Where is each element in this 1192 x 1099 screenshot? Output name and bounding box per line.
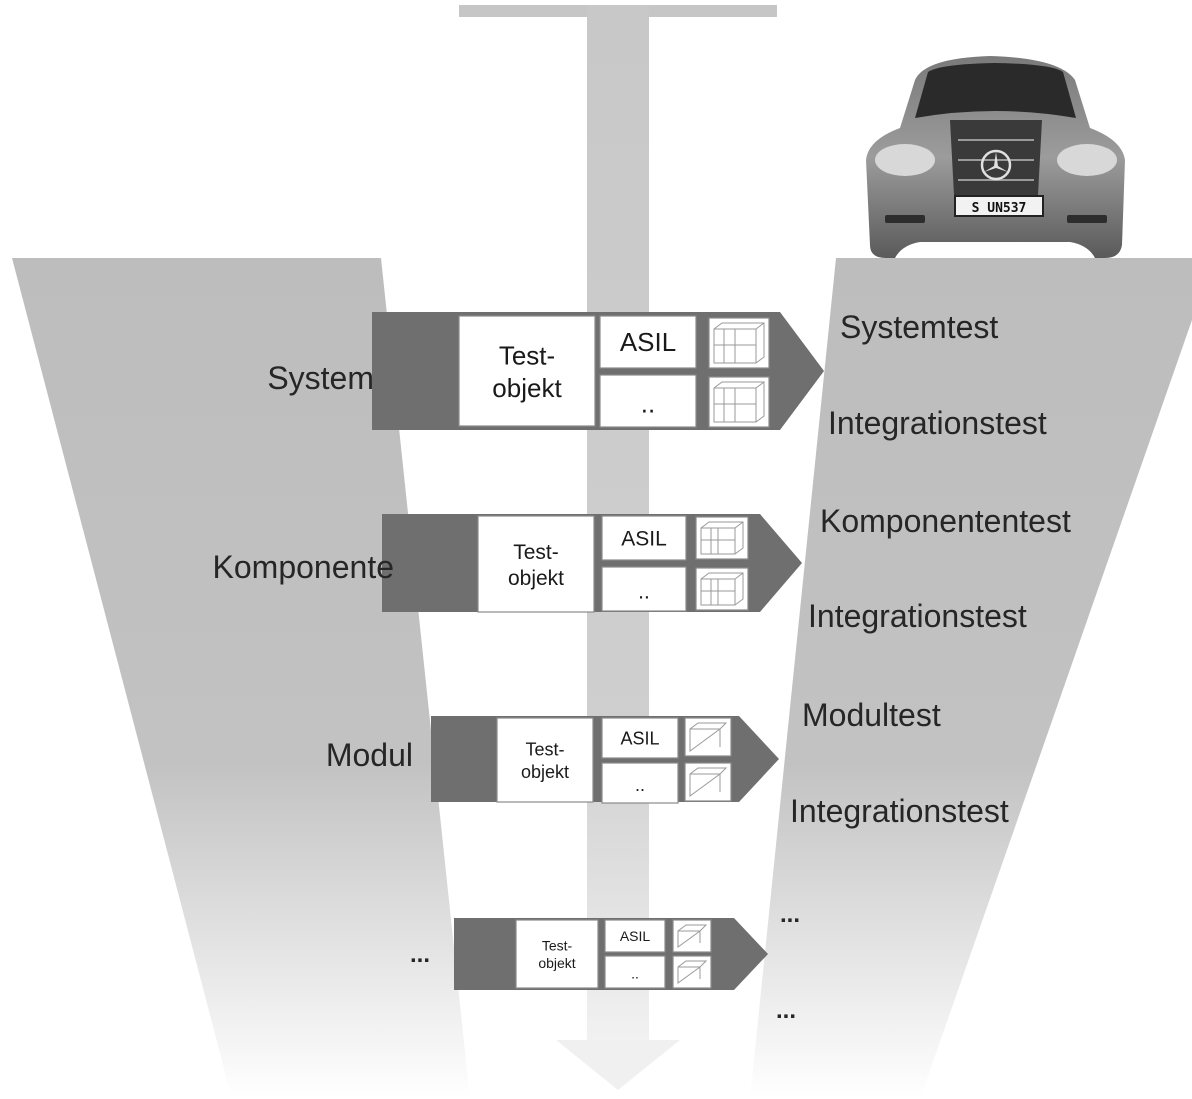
level-label-more: ...	[410, 941, 430, 968]
asil-box-more	[604, 919, 666, 953]
structure-icon-komponente-2	[695, 567, 749, 611]
level-arrow-system: Test-objekt ASIL..	[372, 312, 824, 430]
level-arrow-more: Test-objekt ASIL..	[454, 918, 768, 990]
left-level-labels: System Komponente Modul ...	[213, 360, 430, 968]
asil-box-system	[599, 315, 697, 369]
testobjekt-box-komponente	[477, 515, 595, 613]
testobjekt-line1-komponente: Test-	[513, 541, 559, 564]
level-arrow-modul: Test-objekt ASIL..	[431, 716, 779, 804]
asil-box-komponente	[601, 515, 687, 561]
test-label-more-1: ...	[780, 901, 800, 928]
testobjekt-box-modul	[496, 717, 594, 803]
testobjekt-box-more	[515, 919, 599, 989]
structure-icon-komponente-1	[695, 516, 749, 560]
structure-icon-system-2	[708, 376, 770, 428]
testobjekt-box-system	[458, 315, 596, 427]
right-funnel	[750, 258, 1192, 1099]
testobjekt-line2-modul: objekt	[521, 762, 569, 782]
test-label-integrationstest-3: Integrationstest	[790, 793, 1009, 829]
asil-text-more: ASIL	[620, 928, 651, 944]
more-text-modul: ..	[635, 775, 645, 795]
structure-icon-modul-2	[684, 762, 732, 802]
asil-text-system: ASIL	[620, 327, 676, 357]
testobjekt-line1-more: Test-	[542, 938, 573, 954]
license-plate-text: S UN537	[972, 201, 1027, 216]
test-label-komponententest: Komponententest	[820, 503, 1071, 539]
testobjekt-line1-system: Test-	[499, 341, 555, 371]
more-text-system: ..	[641, 389, 655, 419]
level-label-system: System	[267, 360, 374, 396]
structure-icon-more-2	[672, 955, 712, 989]
test-label-modultest: Modultest	[802, 697, 941, 733]
more-text-komponente: ..	[638, 580, 650, 603]
asil-text-modul: ASIL	[620, 728, 659, 748]
level-label-modul: Modul	[326, 737, 413, 773]
structure-icon-system-1	[708, 317, 770, 369]
testobjekt-line1-modul: Test-	[525, 740, 564, 760]
test-label-integrationstest-1: Integrationstest	[828, 405, 1047, 441]
level-arrow-komponente: Test-objekt ASIL..	[382, 514, 802, 613]
testobjekt-line2-system: objekt	[492, 373, 562, 403]
more-text-more: ..	[631, 965, 639, 981]
structure-icon-more-1	[672, 919, 712, 953]
structure-icon-modul-1	[684, 717, 732, 757]
asil-box-modul	[601, 717, 679, 759]
testobjekt-line2-komponente: objekt	[508, 567, 564, 590]
asil-text-komponente: ASIL	[621, 527, 667, 550]
left-funnel	[12, 258, 470, 1099]
more-box-more	[604, 955, 666, 989]
level-arrows: Test-objektASIL..Test-objektASIL..Test-o…	[372, 312, 824, 990]
test-label-systemtest: Systemtest	[840, 309, 998, 345]
more-box-system	[599, 374, 697, 428]
more-box-komponente	[601, 566, 687, 612]
more-box-modul	[601, 762, 679, 804]
right-test-labels: Systemtest Integrationstest Komponentent…	[776, 309, 1071, 1024]
level-label-komponente: Komponente	[213, 549, 394, 585]
test-label-more-2: ...	[776, 997, 796, 1024]
car-image: S UN537	[866, 56, 1125, 258]
test-label-integrationstest-2: Integrationstest	[808, 598, 1027, 634]
testobjekt-line2-more: objekt	[538, 955, 575, 971]
